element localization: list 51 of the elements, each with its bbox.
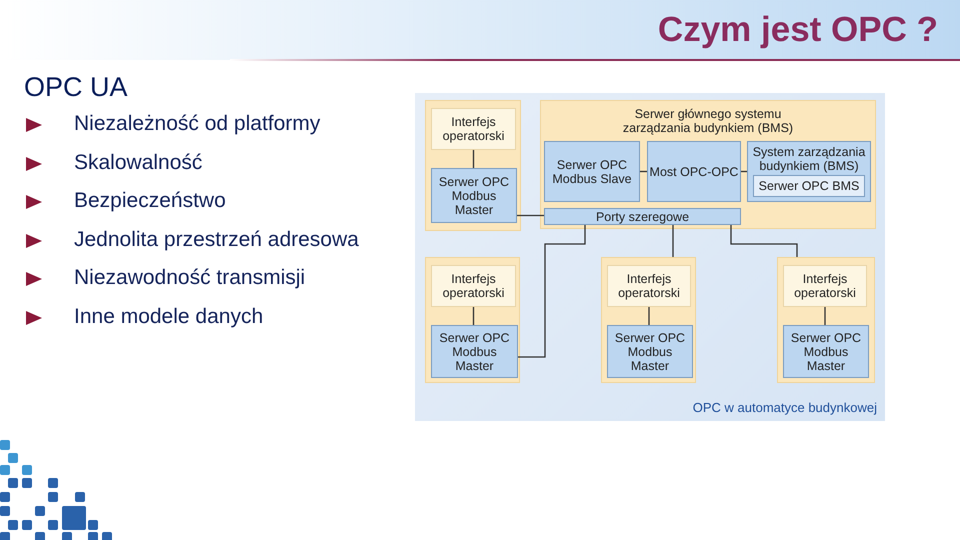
group-box: [540, 100, 876, 229]
bullet-text: Jednolita przestrzeń adresowa: [74, 228, 359, 252]
process-box: [607, 325, 693, 378]
bullet-text: Bezpieczeństwo: [74, 189, 226, 213]
bullet-text: Inne modele danych: [74, 304, 264, 328]
bullet-text: Niezależność od platformy: [74, 112, 320, 136]
connector-line: [741, 170, 747, 172]
process-box: [431, 168, 517, 223]
connector-line: [517, 214, 544, 216]
process-box: [544, 141, 640, 202]
node-label: Serwer OPC Modbus Master: [614, 330, 686, 372]
process-box: [431, 325, 518, 378]
connector-line: [824, 307, 826, 325]
process-box: [783, 265, 867, 307]
process-box: [544, 208, 741, 225]
node-label: Serwer OPC Modbus Slave: [551, 158, 633, 186]
slide-title: Czym jest OPC ?: [658, 10, 938, 50]
node-label: System zarządzania budynkiem (BMS): [752, 145, 866, 173]
process-box: [783, 325, 869, 378]
process-box: [431, 108, 516, 150]
group-box: [601, 257, 696, 383]
node-label: Serwer OPC Modbus Master: [790, 330, 862, 372]
connector-line: [472, 307, 474, 325]
node-label: Interfejs operatorski: [617, 272, 681, 300]
node-label: Porty szeregowe: [596, 210, 690, 224]
group-box: [425, 257, 520, 383]
connector-line: [472, 150, 474, 168]
process-box: [607, 265, 691, 307]
group-box: [425, 100, 521, 231]
bullet-text: Skalowalność: [74, 150, 202, 174]
section-heading: OPC UA: [24, 72, 128, 103]
connector-line: [672, 225, 674, 257]
node-label: Interfejs operatorski: [793, 272, 857, 300]
process-box: [747, 141, 871, 202]
process-box: [647, 141, 741, 202]
connector-line: [648, 307, 650, 325]
group-box: [777, 257, 875, 383]
bullet-text: Niezawodność transmisji: [74, 266, 306, 290]
node-label: Interfejs operatorski: [442, 115, 506, 143]
connector-line: [518, 225, 586, 358]
process-box: [431, 265, 516, 307]
node-label: Serwer OPC Modbus Master: [438, 330, 511, 372]
node-label: Most OPC-OPC: [650, 164, 738, 178]
node-label: Serwer OPC BMS: [758, 179, 860, 193]
node-label: Serwer OPC Modbus Master: [438, 174, 510, 216]
process-box: [753, 175, 865, 197]
node-label: Interfejs operatorski: [442, 272, 506, 300]
diagram-caption: OPC w automatyce budynkowej: [692, 400, 877, 415]
node-label: Serwer głównego systemu zarządzania budynkiem (BMS): [622, 107, 794, 135]
connector-line: [730, 225, 798, 257]
connector-line: [640, 170, 647, 172]
